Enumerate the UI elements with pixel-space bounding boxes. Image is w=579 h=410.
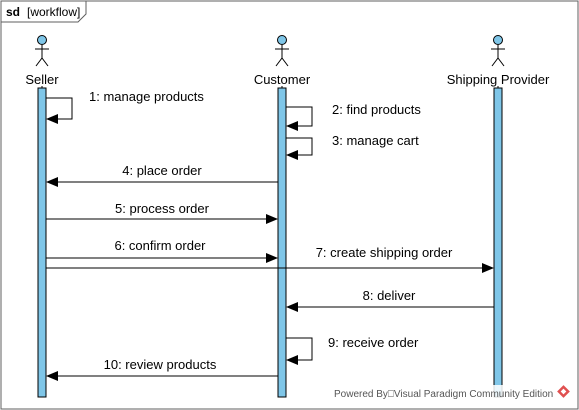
customer-label: Customer <box>254 72 311 87</box>
message-label-10: 10: review products <box>104 357 217 372</box>
seller-label: Seller <box>25 72 59 87</box>
message-label-4: 4: place order <box>122 163 202 178</box>
watermark-background <box>330 385 560 401</box>
message-arrow-1[interactable] <box>46 97 73 124</box>
message-label-1: 1: manage products <box>89 89 204 104</box>
frame-name: [workflow] <box>27 5 80 19</box>
message-label-3: 3: manage cart <box>332 133 419 148</box>
customer-activation-bar[interactable] <box>277 87 287 398</box>
message-label-8: 8: deliver <box>363 288 416 303</box>
message-label-5: 5: process order <box>115 201 210 216</box>
message-label-2: 2: find products <box>332 102 421 117</box>
message-arrow-9[interactable] <box>286 337 313 365</box>
message-label-7: 7: create shipping order <box>316 245 453 260</box>
frame-tab <box>1 1 87 23</box>
seller-actor-icon[interactable] <box>35 35 49 67</box>
message-arrow-3[interactable] <box>286 137 313 160</box>
frame-keyword: sd <box>6 5 20 19</box>
watermark-text: Powered By⎕Visual Paradigm Community Edi… <box>334 389 553 400</box>
seller-activation-bar[interactable] <box>37 87 47 398</box>
shipping-provider-actor-icon[interactable] <box>491 35 505 67</box>
shipping-provider-activation-bar[interactable] <box>493 87 503 398</box>
shipping-provider-label: Shipping Provider <box>447 72 550 87</box>
customer-actor-icon[interactable] <box>275 35 289 67</box>
message-label-9: 9: receive order <box>328 335 419 350</box>
message-label-6: 6: confirm order <box>114 238 206 253</box>
message-arrow-2[interactable] <box>286 106 313 131</box>
